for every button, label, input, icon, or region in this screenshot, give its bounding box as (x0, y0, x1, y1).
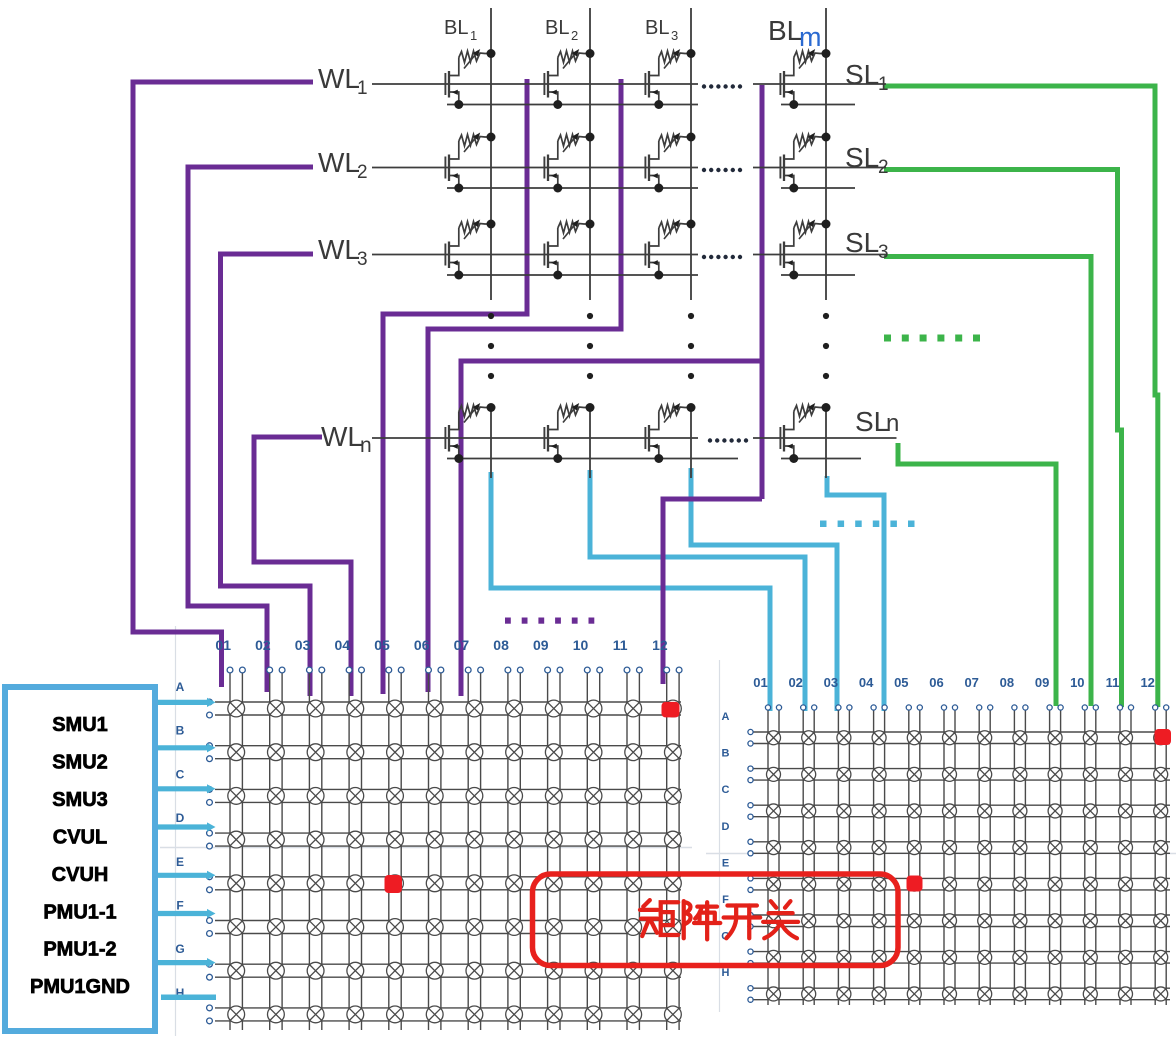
svg-text:BL: BL (545, 17, 569, 39)
svg-text:WL: WL (321, 421, 363, 452)
svg-text:A: A (176, 680, 185, 694)
svg-text:BL: BL (444, 17, 468, 39)
svg-text:WL: WL (318, 147, 360, 178)
svg-text:08: 08 (493, 637, 509, 653)
svg-text:1: 1 (357, 78, 368, 99)
svg-text:03: 03 (824, 675, 838, 690)
svg-text:05: 05 (374, 637, 390, 653)
svg-text:05: 05 (894, 675, 908, 690)
svg-text:2: 2 (357, 162, 368, 183)
svg-text:04: 04 (335, 637, 351, 653)
svg-text:2: 2 (878, 157, 889, 178)
svg-text:SL: SL (845, 227, 879, 258)
svg-text:SMU2: SMU2 (52, 751, 108, 773)
svg-text:F: F (722, 894, 729, 906)
svg-text:2: 2 (571, 28, 578, 43)
svg-text:12: 12 (652, 637, 668, 653)
svg-text:SL: SL (855, 406, 889, 437)
svg-text:PMU1-1: PMU1-1 (43, 901, 116, 923)
svg-text:n: n (886, 410, 899, 437)
svg-text:CVUH: CVUH (52, 864, 109, 886)
svg-text:F: F (176, 899, 183, 913)
svg-text:08: 08 (1000, 675, 1014, 690)
svg-text:B: B (176, 724, 185, 738)
svg-text:SMU3: SMU3 (52, 789, 108, 811)
svg-text:BL: BL (645, 17, 669, 39)
svg-text:BL: BL (768, 15, 802, 46)
svg-text:11: 11 (613, 637, 628, 653)
svg-text:B: B (722, 748, 730, 760)
svg-text:07: 07 (454, 637, 470, 653)
svg-text:C: C (176, 767, 185, 781)
svg-text:01: 01 (753, 675, 767, 690)
svg-text:D: D (722, 821, 730, 833)
svg-text:H: H (722, 967, 730, 979)
svg-text:PMU1-2: PMU1-2 (43, 939, 116, 961)
svg-text:12: 12 (1140, 675, 1154, 690)
svg-text:11: 11 (1106, 675, 1120, 690)
svg-text:n: n (360, 434, 372, 457)
svg-text:06: 06 (929, 675, 943, 690)
svg-text:10: 10 (1070, 675, 1084, 690)
svg-text:SL: SL (845, 59, 879, 90)
svg-text:02: 02 (255, 637, 271, 653)
svg-text:G: G (175, 942, 184, 956)
svg-text:E: E (176, 855, 184, 869)
svg-text:03: 03 (295, 637, 311, 653)
svg-text:PMU1GND: PMU1GND (30, 976, 130, 998)
svg-text:07: 07 (964, 675, 978, 690)
svg-text:H: H (176, 986, 185, 1000)
svg-text:WL: WL (318, 63, 360, 94)
svg-text:3: 3 (878, 242, 889, 263)
svg-text:E: E (722, 857, 729, 869)
svg-text:04: 04 (859, 675, 874, 690)
svg-text:06: 06 (414, 637, 430, 653)
svg-text:1: 1 (470, 28, 477, 43)
svg-text:01: 01 (215, 637, 231, 653)
svg-text:3: 3 (357, 249, 368, 270)
svg-text:02: 02 (788, 675, 802, 690)
svg-text:1: 1 (878, 74, 889, 95)
svg-text:09: 09 (1035, 675, 1049, 690)
svg-text:09: 09 (533, 637, 549, 653)
svg-text:C: C (722, 784, 730, 796)
svg-text:SL: SL (845, 142, 879, 173)
svg-text:3: 3 (671, 28, 678, 43)
svg-text:SMU1: SMU1 (52, 714, 108, 736)
svg-text:m: m (799, 22, 822, 52)
svg-text:10: 10 (573, 637, 589, 653)
svg-text:WL: WL (318, 234, 360, 265)
svg-text:A: A (722, 711, 730, 723)
svg-text:D: D (176, 811, 185, 825)
svg-text:CVUL: CVUL (53, 826, 107, 848)
